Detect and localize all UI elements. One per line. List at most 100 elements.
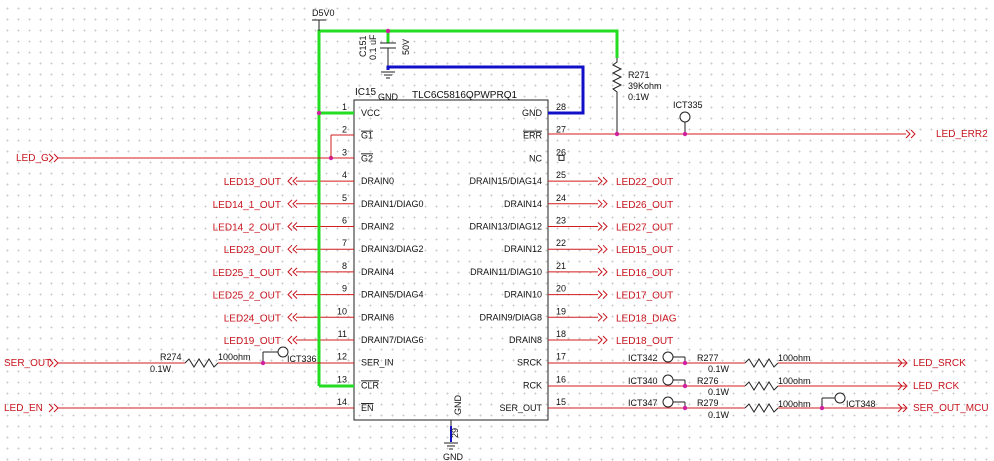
left-net-label[interactable]: LED19_OUT — [224, 336, 281, 347]
pin-12-label: SER_IN — [361, 358, 394, 368]
testpoint-ict336[interactable] — [277, 346, 289, 358]
left-net-arrow — [287, 244, 293, 254]
pin-11-label: DRAIN7/DIAG6 — [361, 335, 424, 345]
right-net-arrow — [602, 244, 608, 254]
pin-9-num: 9 — [342, 284, 347, 294]
right-net-arrow — [602, 176, 608, 186]
ict336-label: ICT336 — [287, 354, 317, 364]
testpoint-ict347[interactable] — [662, 396, 674, 408]
left-net-label[interactable]: LED25_2_OUT — [213, 291, 281, 302]
pin-16-num: 16 — [556, 374, 566, 384]
port-led-srck[interactable]: LED_SRCK — [913, 358, 966, 369]
pin-21-num: 21 — [556, 261, 566, 271]
left-net-label[interactable]: LED25_1_OUT — [213, 268, 281, 279]
right-net-label[interactable]: LED15_OUT — [616, 245, 673, 256]
right-net-label[interactable]: LED26_OUT — [616, 200, 673, 211]
gnd-label-top: GND — [378, 92, 399, 102]
r271-value: 39Kohm — [628, 81, 662, 91]
left-net-arrow — [292, 290, 298, 299]
r276-value: 100ohm — [778, 376, 811, 386]
right-net-label[interactable]: LED16_OUT — [616, 268, 673, 279]
right-net-arrow — [602, 222, 608, 231]
ict340-label: ICT340 — [628, 376, 658, 386]
right-net-label[interactable]: LED27_OUT — [616, 223, 673, 234]
port-ser-out[interactable]: SER_OUT — [4, 358, 51, 369]
right-net-arrow — [602, 312, 608, 322]
right-net-label[interactable]: LED17_OUT — [616, 291, 673, 302]
r274-ref: R274 — [160, 352, 182, 362]
right-net-arrow — [597, 176, 603, 186]
power-rail-label: D5V0 — [312, 8, 335, 18]
port-led-err2[interactable]: LED_ERR2 — [936, 129, 988, 140]
pin-1-num: 1 — [342, 102, 347, 112]
left-net-label[interactable]: LED24_OUT — [224, 313, 281, 324]
pin-25-label: DRAIN15/DIAG14 — [469, 176, 542, 186]
testpoint-ict348[interactable] — [834, 392, 846, 404]
ic-body[interactable] — [353, 99, 549, 421]
left-net-label[interactable]: LED13_OUT — [224, 177, 281, 188]
port-led-en[interactable]: LED_EN — [4, 403, 43, 414]
gnd-symbol-bottom — [444, 442, 458, 450]
right-net-arrow — [597, 267, 603, 277]
pin-8-num: 8 — [342, 261, 347, 271]
port-ser-out-mcu[interactable]: SER_OUT_MCU — [913, 403, 989, 414]
port-arrows-left — [48, 153, 59, 413]
gnd-wire-top[interactable] — [386, 65, 585, 115]
pin-5-num: 5 — [342, 193, 347, 203]
port-led-rck[interactable]: LED_RCK — [913, 381, 959, 392]
right-net-label[interactable]: LED22_OUT — [616, 177, 673, 188]
left-net-arrow — [292, 267, 298, 277]
pin-2-label: G1 — [361, 131, 373, 141]
left-net-arrow — [292, 222, 298, 231]
left-net-label[interactable]: LED23_OUT — [224, 245, 281, 256]
serout-channel[interactable] — [548, 397, 906, 413]
pin-27-label: ERR — [523, 131, 543, 141]
pin-28-num: 28 — [556, 102, 566, 112]
r271-ref: R271 — [628, 70, 650, 80]
junction-dots — [260, 28, 825, 411]
pin-17-label: SRCK — [517, 358, 542, 368]
left-net-arrow — [292, 176, 298, 186]
pin-13-num: 13 — [337, 374, 347, 384]
left-net-label[interactable]: LED14_1_OUT — [213, 200, 281, 211]
pin-29-num: 29 — [450, 428, 460, 438]
pin-28-label: GND — [522, 108, 543, 118]
left-net-label[interactable]: LED14_2_OUT — [213, 223, 281, 234]
r279-power: 0.1W — [708, 410, 730, 420]
left-net-arrow — [287, 290, 293, 299]
c151-ref: C151 — [358, 35, 368, 57]
pin-18-label: DRAIN8 — [509, 335, 542, 345]
right-net-arrow — [597, 290, 603, 299]
pin-16-label: RCK — [523, 380, 542, 390]
ict348-label: ICT348 — [846, 399, 876, 409]
left-pin-group: 1VCC2G13G24DRAIN05DRAIN1/DIAG06DRAIN27DR… — [213, 102, 424, 413]
right-net-arrow — [602, 335, 608, 345]
right-net-label[interactable]: LED18_OUT — [616, 336, 673, 347]
right-net-arrow — [602, 199, 608, 209]
resistor-r271[interactable] — [611, 58, 623, 134]
srck-channel[interactable] — [548, 358, 906, 368]
right-net-arrow — [597, 199, 603, 209]
rck-channel[interactable] — [548, 381, 906, 391]
c151-value: 0.1 uF — [368, 34, 378, 60]
r279-ref: R279 — [697, 398, 719, 408]
r274-power: 0.1W — [150, 364, 172, 374]
right-net-arrow — [597, 335, 603, 345]
r279-value: 100ohm — [778, 399, 811, 409]
pin-2-num: 2 — [342, 125, 347, 135]
pin-6-label: DRAIN2 — [361, 222, 394, 232]
pin-23-label: DRAIN13/DIAG12 — [469, 222, 542, 232]
port-led-g[interactable]: LED_G — [16, 153, 49, 164]
ic-ref: IC15 — [355, 87, 377, 98]
pin-21-label: DRAIN11/DIAG10 — [470, 267, 542, 277]
right-net-label[interactable]: LED18_DIAG — [616, 313, 677, 324]
testpoint-ict335[interactable] — [679, 111, 691, 123]
testpoint-ict340[interactable] — [662, 374, 674, 386]
pin-7-label: DRAIN3/DIAG2 — [361, 244, 424, 254]
testpoint-ict342[interactable] — [662, 351, 674, 363]
pin-14-num: 14 — [337, 397, 347, 407]
pin-22-num: 22 — [556, 238, 566, 248]
pin-10-label: DRAIN6 — [361, 312, 394, 322]
right-net-arrow — [602, 290, 608, 299]
